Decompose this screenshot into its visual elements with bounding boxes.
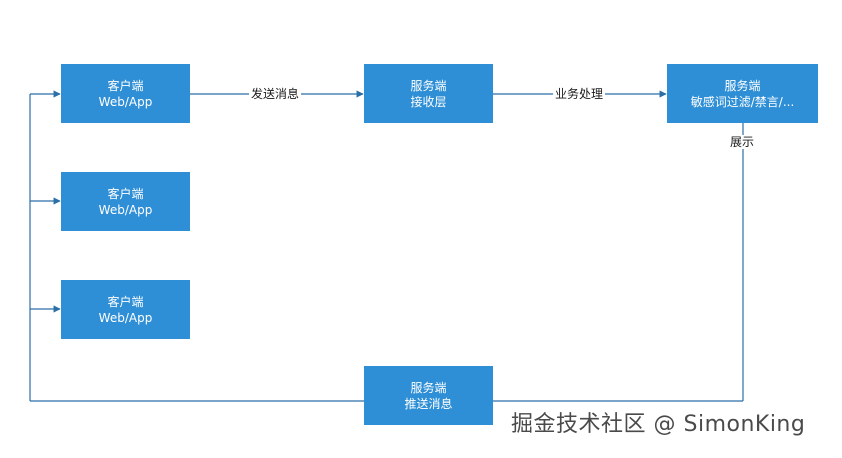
client-node-2-subtitle: Web/App [98, 202, 153, 217]
client-node-2: 客户端 Web/App [61, 172, 190, 231]
server-receive-node: 服务端 接收层 [364, 64, 493, 123]
client-node-1: 客户端 Web/App [61, 64, 190, 123]
edge-label-business-process: 业务处理 [553, 87, 606, 101]
server-filter-node: 服务端 敏感词过滤/禁言/... [667, 64, 818, 123]
watermark-text: 掘金技术社区 @ SimonKing [511, 412, 806, 437]
edge-label-display: 展示 [728, 135, 757, 149]
client-node-3: 客户端 Web/App [61, 280, 190, 339]
server-push-subtitle: 推送消息 [404, 396, 453, 411]
client-node-3-subtitle: Web/App [98, 310, 153, 325]
client-node-1-title: 客户端 [107, 78, 144, 93]
client-node-3-title: 客户端 [107, 294, 144, 309]
edge-label-send-message: 发送消息 [249, 87, 302, 101]
server-receive-subtitle: 接收层 [410, 94, 447, 109]
client-node-2-title: 客户端 [107, 186, 144, 201]
server-push-title: 服务端 [410, 380, 447, 395]
client-node-1-subtitle: Web/App [98, 94, 153, 109]
server-receive-title: 服务端 [410, 78, 447, 93]
server-push-node: 服务端 推送消息 [364, 366, 493, 425]
server-filter-title: 服务端 [724, 78, 761, 93]
server-filter-subtitle: 敏感词过滤/禁言/... [690, 94, 795, 109]
